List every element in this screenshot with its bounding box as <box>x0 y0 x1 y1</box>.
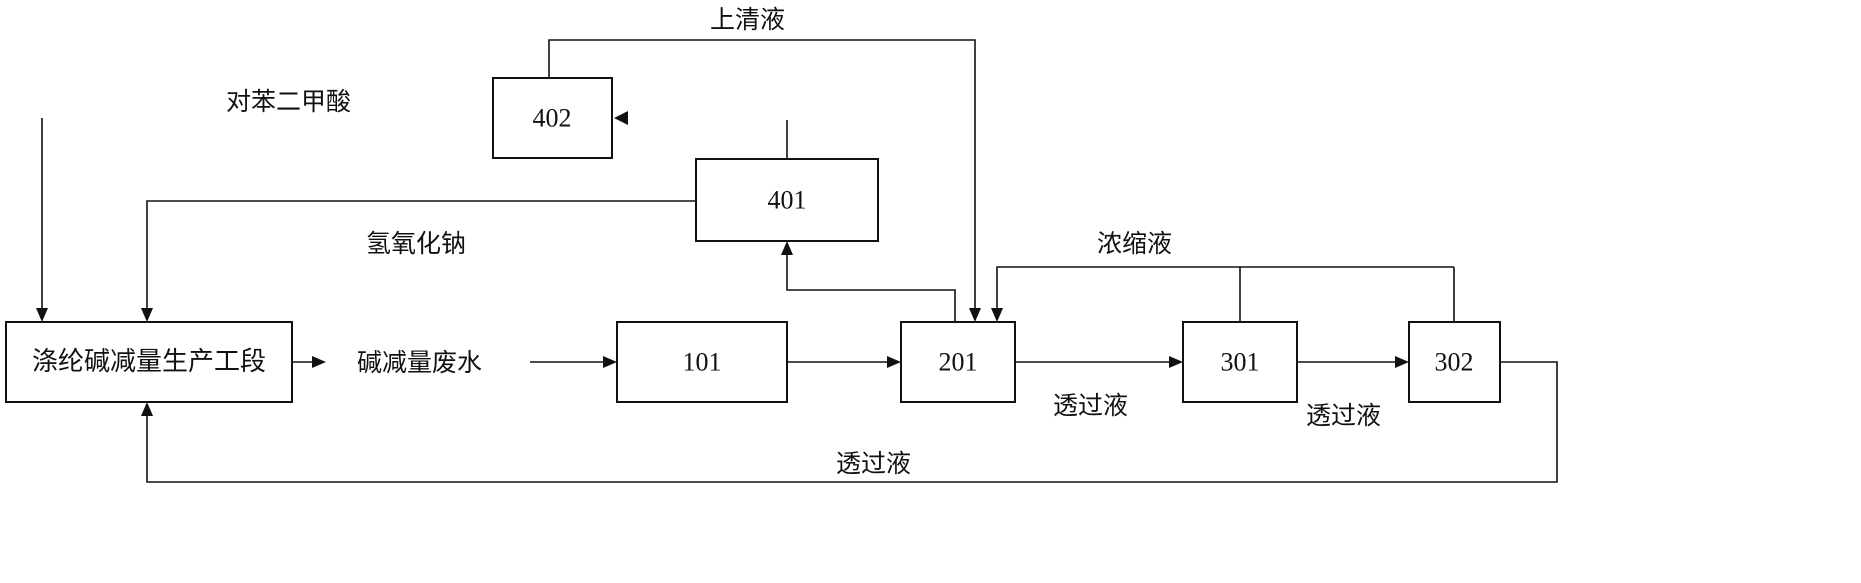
permeate-201-label: 透过液 <box>1053 391 1128 420</box>
sodium-hydroxide-label: 氢氧化钠 <box>366 229 466 258</box>
box-101: 101 <box>616 321 788 403</box>
box-302-label: 302 <box>1435 348 1474 377</box>
201-to-301-arrow <box>1015 356 1183 368</box>
supernatant-label: 上清液 <box>710 5 785 34</box>
201-to-401-arrow <box>781 241 956 322</box>
supernatant-arrow <box>548 39 981 322</box>
box-401: 401 <box>695 158 879 242</box>
process-box-label: 涤纶碱减量生产工段 <box>32 347 266 377</box>
permeate-301-label: 透过液 <box>1306 401 1381 430</box>
wastewater-to-101-arrow <box>530 356 617 368</box>
box-301: 301 <box>1182 321 1298 403</box>
wastewater-label: 碱减量废水 <box>357 348 482 377</box>
concentrate-label: 浓缩液 <box>1097 229 1172 258</box>
box-402-label: 402 <box>533 104 572 133</box>
concentrate-arrow <box>991 266 1455 322</box>
box-201-label: 201 <box>939 348 978 377</box>
box-101-label: 101 <box>683 348 722 377</box>
box-301-label: 301 <box>1221 348 1260 377</box>
process-output-arrow <box>292 356 326 368</box>
box-402: 402 <box>492 77 613 159</box>
402-input-arrow <box>614 111 628 125</box>
box-201: 201 <box>900 321 1016 403</box>
301-to-302-arrow <box>1297 356 1409 368</box>
terephthalic-acid-label: 对苯二甲酸 <box>226 87 351 116</box>
process-box: 涤纶碱减量生产工段 <box>5 321 293 403</box>
sodium-hydroxide-arrow <box>141 200 696 322</box>
box-401-label: 401 <box>768 186 807 215</box>
terephthalic-acid-arrow <box>36 118 48 322</box>
box-302: 302 <box>1408 321 1501 403</box>
permeate-return-arrow <box>141 361 1558 483</box>
permeate-return-label: 透过液 <box>836 449 911 478</box>
101-to-201-arrow <box>787 356 901 368</box>
